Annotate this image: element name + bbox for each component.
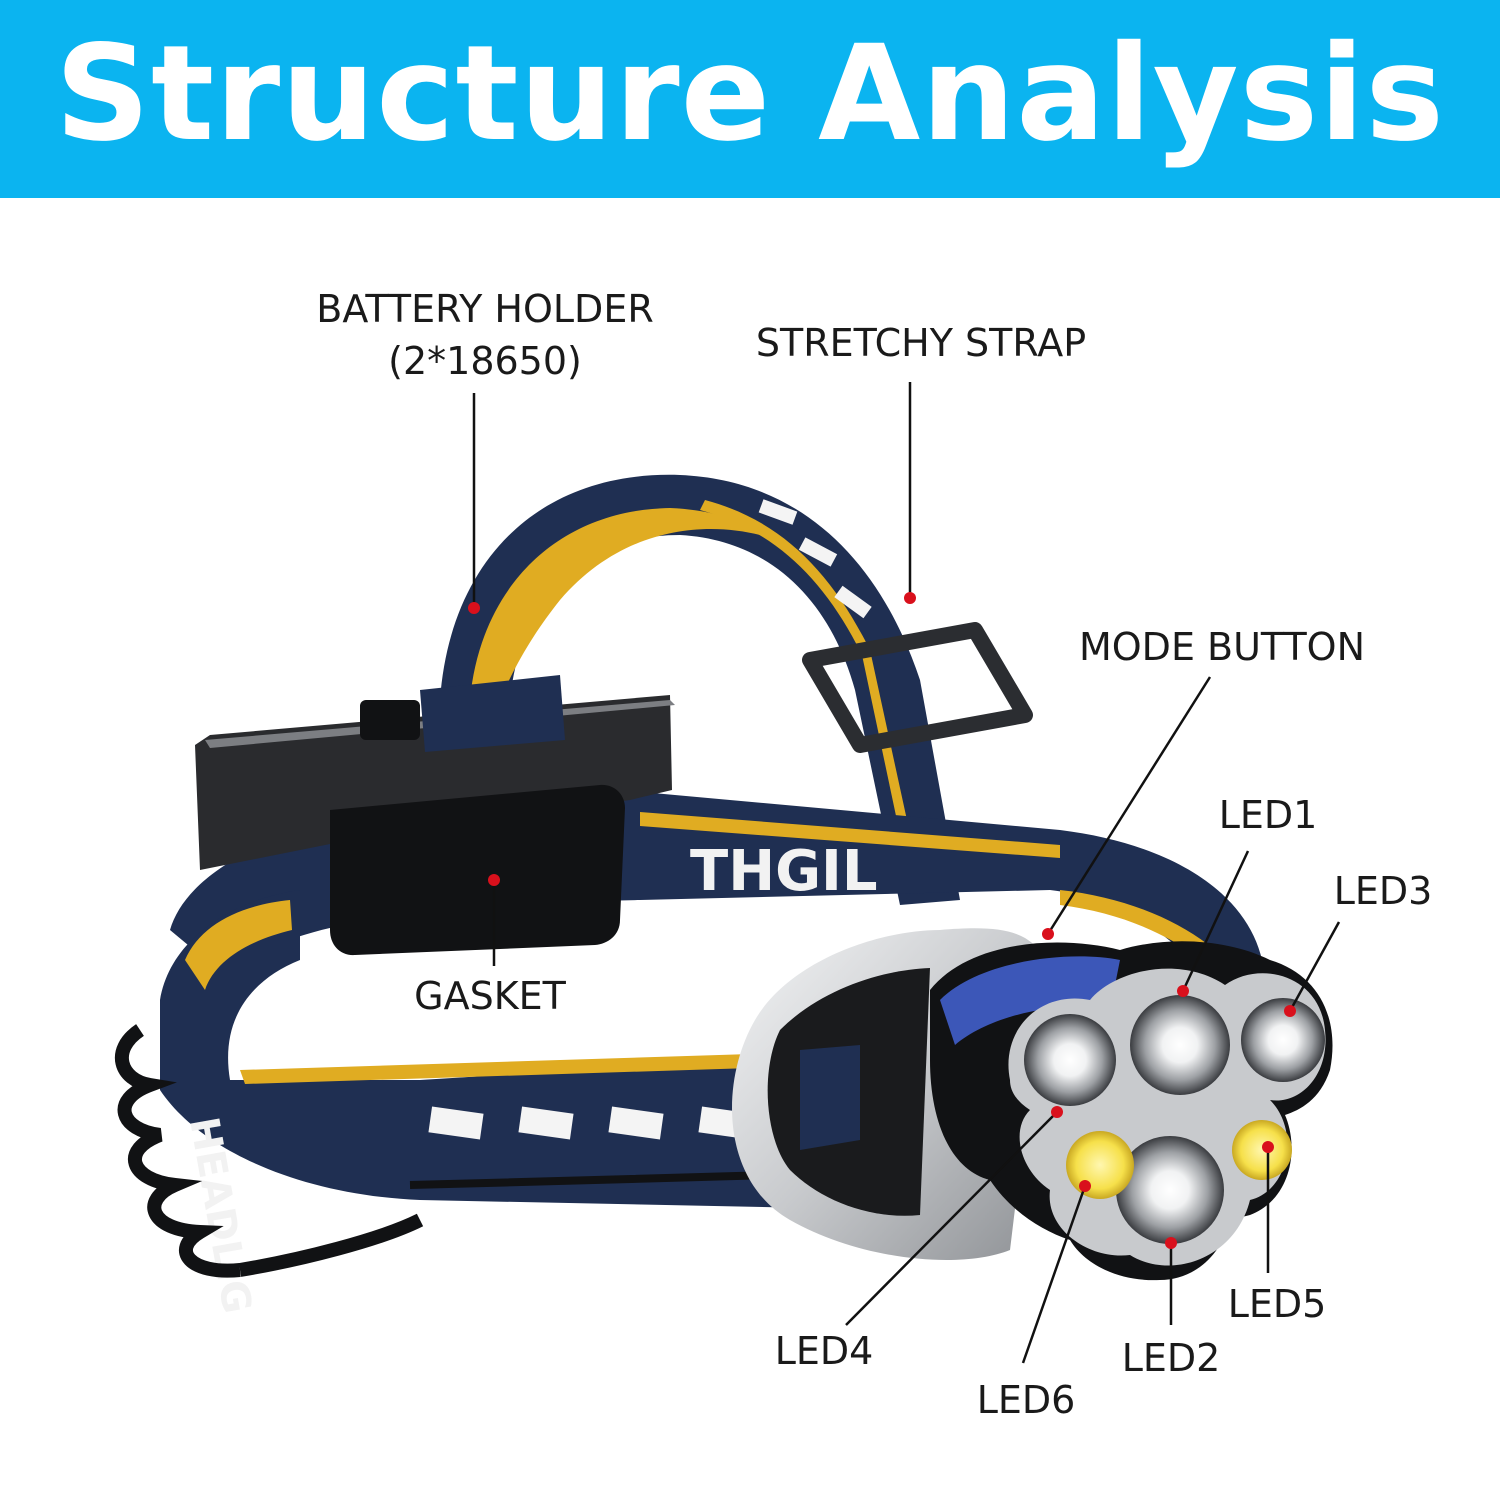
led4-marker: [1051, 1106, 1063, 1118]
led5-label: LED5: [1227, 1282, 1327, 1326]
led5-marker: [1262, 1141, 1274, 1153]
callout-lines: [472, 382, 1341, 1364]
stretchy-strap-marker: [904, 592, 916, 604]
led4-label: LED4: [774, 1329, 874, 1373]
led3-leader: [1288, 921, 1341, 1012]
led1-reflector: [1130, 995, 1230, 1095]
led1-leader: [1181, 850, 1250, 992]
stretchy-strap-label: STRETCHY STRAP: [755, 321, 1087, 365]
led6-label: LED6: [976, 1378, 1076, 1422]
led4-leader: [845, 1111, 1058, 1326]
led2-label: LED2: [1121, 1336, 1221, 1380]
led6-leader: [1021, 1185, 1087, 1364]
led3-reflector: [1241, 998, 1325, 1082]
mode-button-marker: [1042, 928, 1054, 940]
gasket-label: GASKET: [414, 974, 566, 1018]
mode-button-leader: [1046, 676, 1212, 935]
battery-holder-label-line2: (2*18650): [388, 339, 582, 383]
led2-marker: [1165, 1237, 1177, 1249]
gasket-pad: [330, 784, 625, 956]
led6-marker: [1079, 1180, 1091, 1192]
led1-marker: [1177, 985, 1189, 997]
led2-reflector: [1116, 1136, 1224, 1244]
led6-cob: [1066, 1131, 1134, 1199]
battery-holder-marker: [468, 602, 480, 614]
title-banner: Structure Analysis: [0, 0, 1500, 198]
battery-box: [195, 675, 675, 956]
page-title: Structure Analysis: [54, 17, 1445, 171]
battery-holder-label-line1: BATTERY HOLDER: [316, 287, 654, 331]
led5-cob: [1232, 1120, 1292, 1180]
callout-markers: [468, 592, 1296, 1249]
led1-label: LED1: [1218, 793, 1318, 837]
mode-button-label: MODE BUTTON: [1078, 625, 1366, 669]
led4-reflector: [1024, 1014, 1116, 1106]
led3-label: LED3: [1333, 869, 1433, 913]
strap-buckle: [802, 622, 1033, 753]
gasket-marker: [488, 874, 500, 886]
strap-print-back: THGIL: [690, 839, 878, 904]
battery-clip: [360, 700, 420, 740]
led3-marker: [1284, 1005, 1296, 1017]
upper-strap: [440, 474, 960, 905]
lamp-head: [930, 941, 1333, 1281]
